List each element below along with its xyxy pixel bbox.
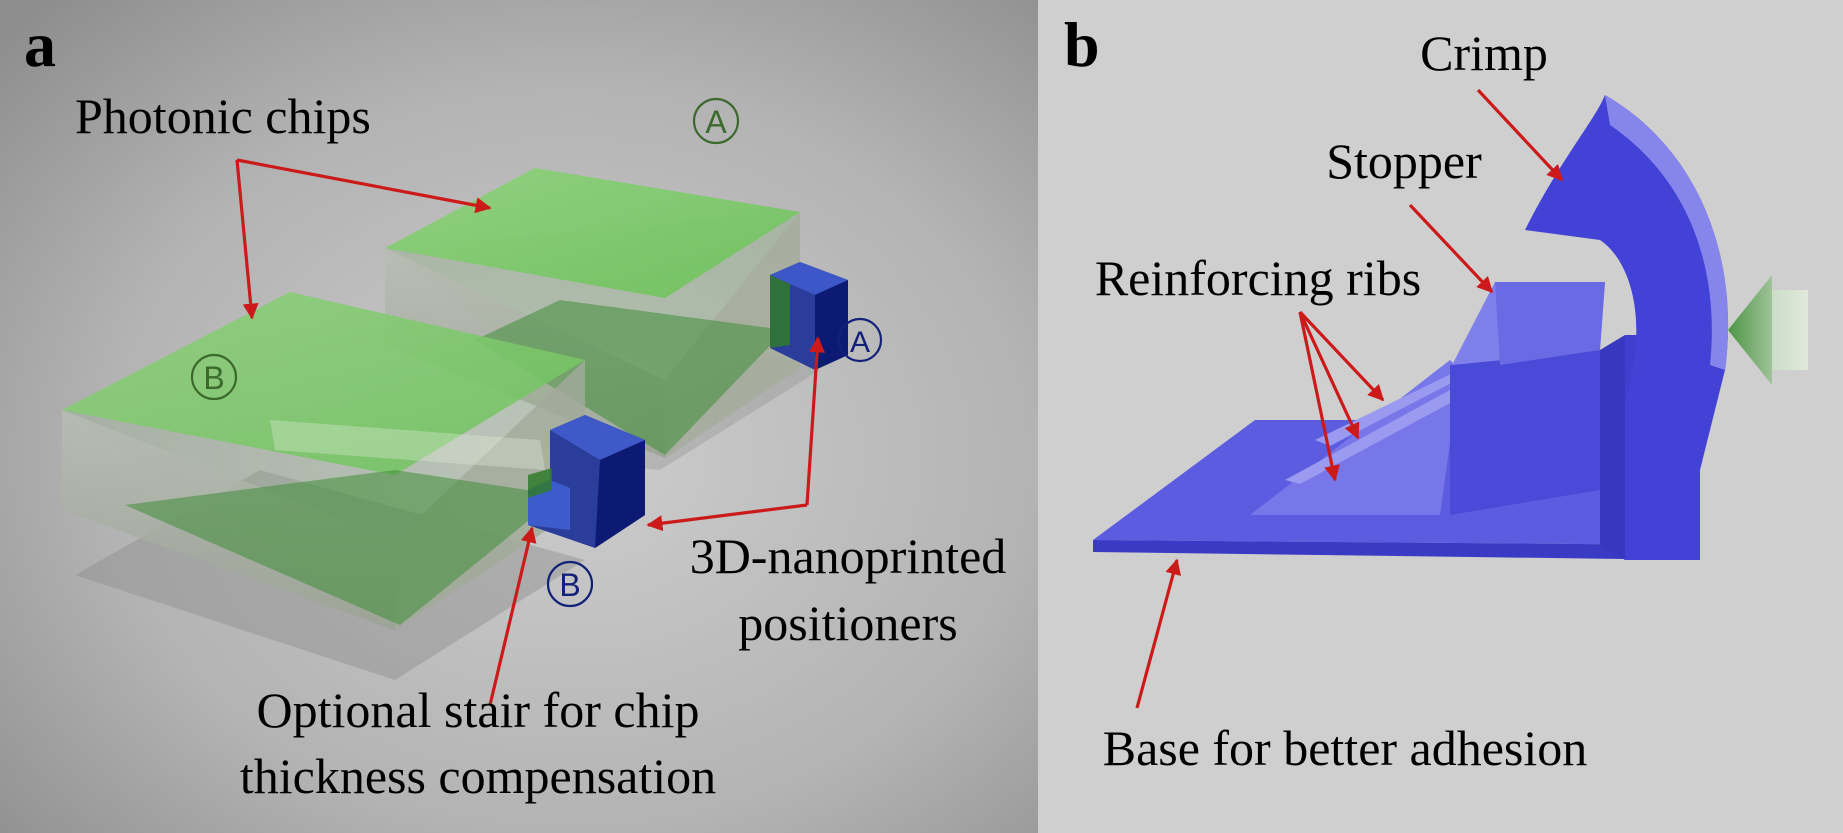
positioner-b xyxy=(528,415,645,548)
arrow-chips-to-b xyxy=(235,159,259,320)
positioner-b-marker: B xyxy=(546,560,594,608)
positioner-b-marker-ring xyxy=(546,560,594,608)
panel-a: A B A B a Photonic chips 3D-nanoprinted … xyxy=(0,0,1038,833)
crimp-body xyxy=(1525,95,1729,560)
chip-b-marker: B xyxy=(190,353,238,401)
photonic-chips-label: Photonic chips xyxy=(75,88,371,144)
chip-b-marker-ring xyxy=(190,353,238,401)
chip-b-top-face xyxy=(62,292,585,475)
positioner-a-chip-contact xyxy=(770,275,790,348)
positioner-a-marker-text: A xyxy=(850,326,870,359)
positioner-b-marker-text: B xyxy=(559,567,580,603)
chip-a-floor xyxy=(475,300,785,455)
positioner-a-top xyxy=(770,262,848,295)
green-arrow-tail xyxy=(1772,290,1808,370)
crimp-highlight xyxy=(1605,95,1729,370)
base-label: Base for better adhesion xyxy=(1103,720,1588,776)
base-edge xyxy=(1093,540,1700,560)
stair-label-line2: thickness compensation xyxy=(240,748,716,804)
positioner-b-chip-contact xyxy=(528,468,552,498)
stopper-front xyxy=(1450,350,1600,515)
rib-2 xyxy=(1285,390,1452,484)
wall-side xyxy=(1600,335,1625,560)
panel-b-letter: b xyxy=(1064,9,1100,80)
positioner-a-side xyxy=(815,280,848,370)
positioner-a-marker-ring xyxy=(837,317,883,363)
panel-b: b Crimp Stopper Reinforcing ribs Base fo… xyxy=(1038,0,1843,833)
chip-a-marker-text: A xyxy=(705,104,727,140)
positioner-a xyxy=(770,262,848,370)
arrow-rib-3 xyxy=(1298,311,1340,482)
stair-label-line1: Optional stair for chip xyxy=(257,682,700,738)
arrow-positioner-a xyxy=(805,336,826,506)
arrow-chips-to-a xyxy=(236,158,492,214)
arrow-rib-2 xyxy=(1298,311,1360,440)
positioner-a-marker: A xyxy=(837,317,883,363)
arrow-base xyxy=(1135,558,1181,709)
chip-a-marker-ring xyxy=(692,97,740,145)
panel-a-letter: a xyxy=(24,9,56,80)
positioners-label-line1: 3D-nanoprinted xyxy=(690,528,1007,584)
chip-b-floor xyxy=(125,470,560,625)
arrow-stair xyxy=(488,526,537,706)
reinforcing-ribs-label: Reinforcing ribs xyxy=(1095,250,1421,306)
arrow-rib-1 xyxy=(1298,310,1385,402)
chip-b-marker-text: B xyxy=(203,360,224,396)
chip-a-marker: A xyxy=(692,97,740,145)
positioner-b-top xyxy=(550,415,645,460)
positioner-b-side xyxy=(595,440,645,548)
arrow-positioner-b xyxy=(646,503,808,532)
positioners-label-line2: positioners xyxy=(738,595,957,651)
stopper-label: Stopper xyxy=(1326,133,1482,189)
crimp-label: Crimp xyxy=(1420,25,1548,81)
stopper-upper xyxy=(1495,282,1605,365)
arrow-crimp xyxy=(1476,88,1564,182)
chip-b-waveguide-band xyxy=(270,420,545,470)
green-force-arrow xyxy=(1728,275,1808,385)
arrow-stopper xyxy=(1408,203,1494,294)
